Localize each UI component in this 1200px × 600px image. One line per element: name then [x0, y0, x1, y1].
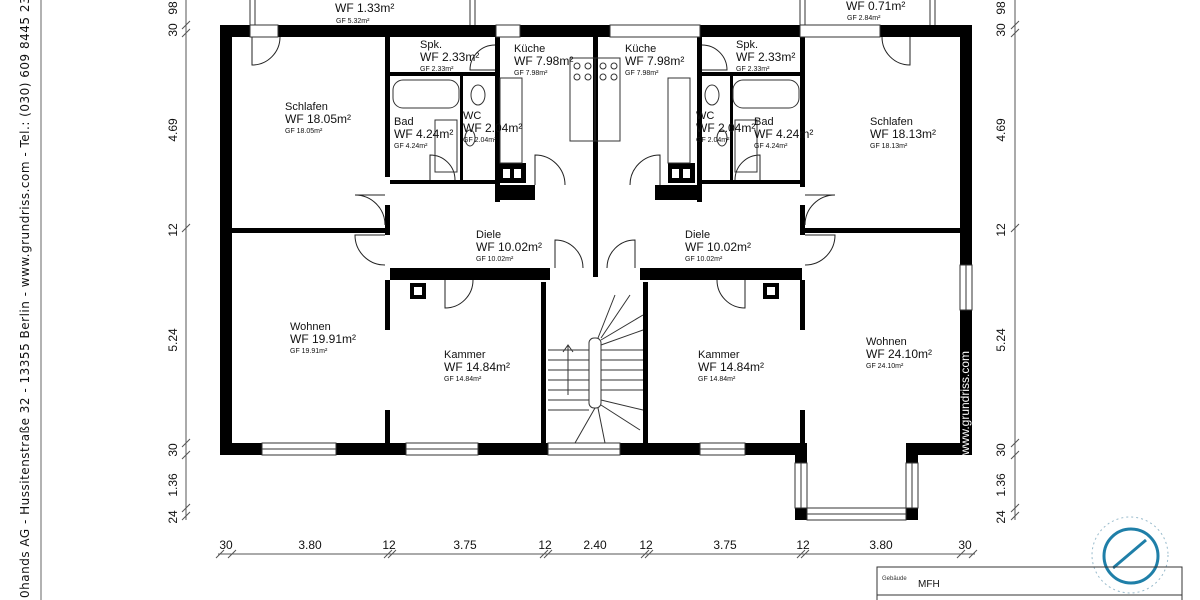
room-name: Spk. [736, 39, 758, 51]
room-name: WC [696, 110, 714, 122]
dimension-label: 12 [166, 223, 180, 237]
room-gf: GF 7.98m² [625, 70, 659, 77]
dimension-label: 2.40 [583, 538, 607, 552]
room-name: Diele [685, 229, 710, 241]
dimension-lines [181, 0, 1020, 559]
dimension-label: 1.36 [994, 473, 1008, 497]
dimension-label: 98 [166, 1, 180, 15]
horizontal-dimensions: 30 3.80 12 3.75 12 2.40 12 3.75 12 3.80 30 [219, 538, 972, 552]
room-name: Kammer [444, 349, 486, 361]
dimension-label: 24 [166, 510, 180, 524]
dimension-label: 24 [994, 510, 1008, 524]
dimension-label: 3.75 [713, 538, 737, 552]
title-block-label: Gebäude [882, 576, 907, 582]
doors [251, 36, 911, 309]
dimension-label: 30 [994, 23, 1008, 37]
dimension-label: 3.75 [453, 538, 477, 552]
room-wf: WF 4.24m² [394, 127, 453, 141]
dimension-label: 12 [382, 538, 396, 552]
room-wf: WF 19.91m² [290, 332, 356, 346]
room-gf: GF 4.24m² [754, 143, 788, 150]
room-gf: GF 10.02m² [685, 256, 723, 263]
room-wf: WF 24.10m² [866, 347, 932, 361]
title-block [876, 566, 1183, 600]
room-gf: GF 10.02m² [476, 256, 514, 263]
room-wf: WF 18.05m² [285, 112, 351, 126]
dimension-label: 5.24 [166, 328, 180, 352]
stamp-logo [1091, 516, 1169, 594]
room-gf: GF 2.33m² [420, 66, 454, 73]
room-wf: WF 2.04m² [696, 121, 755, 135]
dimension-label: 12 [538, 538, 552, 552]
room-name: Bad [754, 116, 774, 128]
room-wf: WF 18.13m² [870, 127, 936, 141]
watermark: www.grundriss.com [958, 351, 972, 456]
dimension-label: 4.69 [166, 118, 180, 142]
room-gf: GF 2.04m² [696, 137, 730, 144]
room-gf: GF 19.91m² [290, 348, 328, 355]
room-gf: GF 18.13m² [870, 143, 908, 150]
room-name: Diele [476, 229, 501, 241]
balcony-left-wf: WF 1.33m² [335, 1, 394, 15]
room-gf: GF 7.98m² [514, 70, 548, 77]
dimension-label: 5.24 [994, 328, 1008, 352]
windows [249, 24, 973, 521]
title-block-value: MFH [918, 579, 940, 590]
dimension-label: 30 [958, 538, 972, 552]
room-gf: GF 2.04m² [463, 137, 497, 144]
room-name: Küche [514, 43, 545, 55]
room-wf: WF 7.98m² [514, 54, 573, 68]
room-wf: WF 2.04m² [463, 121, 522, 135]
vertical-dimensions-left: 98 30 4.69 12 5.24 30 1.36 24 [166, 1, 180, 524]
dimension-label: 30 [219, 538, 233, 552]
room-name: Schlafen [870, 116, 913, 128]
balcony-right-gf: GF 2.84m² [847, 15, 881, 22]
dimension-label: 12 [994, 223, 1008, 237]
fixtures [392, 57, 800, 173]
room-wf: WF 2.33m² [736, 50, 795, 64]
dimension-label: 30 [166, 443, 180, 457]
vertical-dimensions-right: 98 30 4.69 12 5.24 30 1.36 24 [994, 1, 1008, 524]
dimension-label: 30 [166, 23, 180, 37]
contact-text: 0hands AG - Hussitenstraße 32 - 13355 Be… [18, 0, 32, 598]
dimension-label: 1.36 [166, 473, 180, 497]
room-gf: GF 2.33m² [736, 66, 770, 73]
room-gf: GF 14.84m² [444, 376, 482, 383]
staircase [548, 294, 644, 444]
room-name: Kammer [698, 349, 740, 361]
dimension-label: 4.69 [994, 118, 1008, 142]
room-name: Schlafen [285, 101, 328, 113]
room-wf: WF 10.02m² [685, 240, 751, 254]
room-wf: WF 10.02m² [476, 240, 542, 254]
room-wf: WF 7.98m² [625, 54, 684, 68]
room-gf: GF 18.05m² [285, 128, 323, 135]
room-gf: GF 24.10m² [866, 363, 904, 370]
room-name: Bad [394, 116, 414, 128]
room-name: WC [463, 110, 481, 122]
room-wf: WF 2.33m² [420, 50, 479, 64]
walls [220, 25, 972, 520]
dimension-label: 12 [639, 538, 653, 552]
dimension-label: 30 [994, 443, 1008, 457]
room-gf: GF 4.24m² [394, 143, 428, 150]
balcony-left-gf: GF 5.32m² [336, 18, 370, 25]
chimney-holes-2 [503, 169, 690, 178]
dimension-label: 3.80 [869, 538, 893, 552]
dimension-label: 12 [796, 538, 810, 552]
balcony-right-wf: WF 0.71m² [846, 0, 905, 13]
room-name: Spk. [420, 39, 442, 51]
balconies [249, 0, 936, 25]
room-name: Wohnen [290, 321, 331, 333]
room-wf: WF 4.24m² [754, 127, 813, 141]
room-wf: WF 14.84m² [698, 360, 764, 374]
room-name: Wohnen [866, 336, 907, 348]
room-gf: GF 14.84m² [698, 376, 736, 383]
room-name: Küche [625, 43, 656, 55]
dimension-label: 3.80 [298, 538, 322, 552]
room-wf: WF 14.84m² [444, 360, 510, 374]
dimension-label: 98 [994, 1, 1008, 15]
